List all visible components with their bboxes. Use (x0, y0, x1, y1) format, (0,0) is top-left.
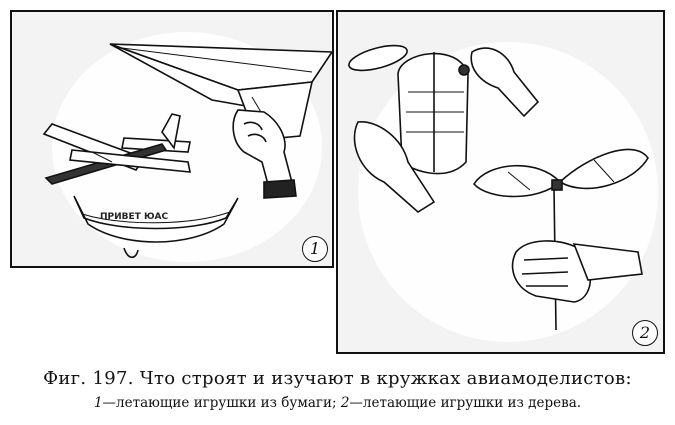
item-1-text: —летающие игрушки из бумаги; (102, 395, 337, 411)
hands-holding-propeller (353, 47, 540, 213)
propeller-on-stick (473, 148, 649, 331)
wooden-toys-illustration (348, 44, 649, 331)
panel-number-2: 2 (632, 320, 658, 346)
figure-caption: Фиг. 197. Что строят и изучают в кружках… (0, 368, 675, 411)
paper-toys-illustration: ПРИВЕТ ЮАС (42, 43, 332, 259)
hand-holding-dart (232, 109, 297, 199)
item-2-number: 2 (340, 395, 350, 411)
caption-title: Что строят и изучают в кружках авиамодел… (139, 368, 632, 389)
glider-inscription: ПРИВЕТ ЮАС (100, 212, 168, 222)
flying-wing-glider (73, 195, 239, 259)
panel-wooden-toys: 2 (336, 10, 665, 354)
panel-paper-toys: ПРИВЕТ ЮАС 1 (10, 10, 334, 268)
item-2-text: —летающие игрушки из дерева. (349, 395, 582, 411)
paper-dart (109, 43, 332, 141)
hands-rolling-stick (511, 240, 643, 303)
item-1-number: 1 (93, 395, 103, 411)
paper-plane-model (42, 113, 191, 185)
panel-number-1: 1 (302, 236, 328, 262)
caption-items-line: 1—летающие игрушки из бумаги; 2—летающие… (0, 395, 675, 411)
figure-label: Фиг. 197. (43, 368, 134, 389)
caption-title-line: Фиг. 197. Что строят и изучают в кружках… (0, 368, 675, 389)
wooden-propeller-toy (348, 44, 470, 175)
